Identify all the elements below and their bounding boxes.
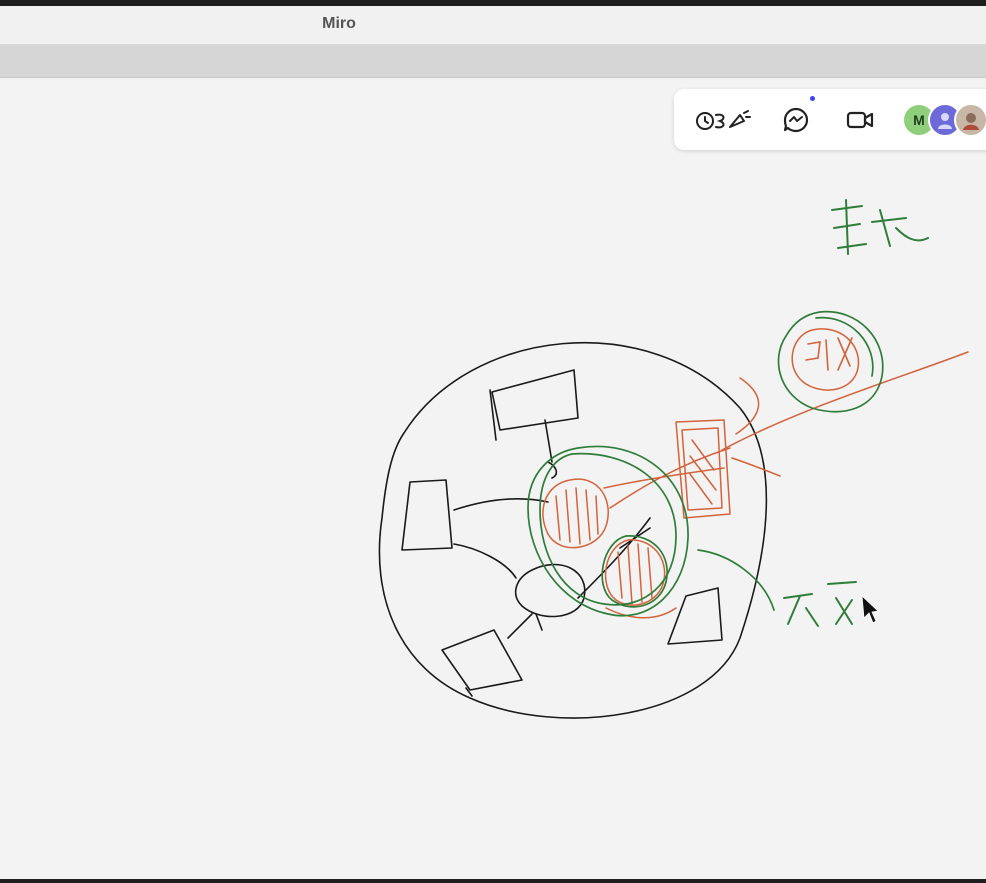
reactions-icon xyxy=(783,107,809,132)
notification-dot xyxy=(810,96,815,101)
box-sketch-left xyxy=(401,479,453,551)
timer-button[interactable] xyxy=(692,89,754,150)
box-sketch-bottom-left xyxy=(441,629,523,697)
avatar[interactable] xyxy=(954,103,986,137)
green-curve xyxy=(697,549,775,611)
handwriting-yinshu xyxy=(805,337,853,371)
outer-blob-sketch xyxy=(378,341,768,719)
tab-strip xyxy=(0,45,986,78)
box-sketch-top xyxy=(489,369,579,441)
window-top-border xyxy=(0,0,986,6)
photo-avatar-icon xyxy=(963,113,979,130)
title-bar: Miro xyxy=(0,6,986,45)
orange-circle-left xyxy=(542,478,609,549)
orange-hatch-mid xyxy=(617,543,653,605)
timer-icon xyxy=(696,109,751,130)
orange-long-lines xyxy=(603,351,969,619)
green-big-ellipse xyxy=(527,445,689,617)
orange-rect xyxy=(675,419,731,519)
green-circle-mid xyxy=(601,535,668,608)
window-bottom-border xyxy=(0,879,986,883)
orange-circle-mid xyxy=(604,539,666,606)
orange-circle-top-right xyxy=(791,328,860,391)
freehand-drawing[interactable] xyxy=(0,78,986,883)
video-camera-icon xyxy=(846,111,874,128)
mouse-cursor-icon xyxy=(861,594,879,624)
green-ellipse-2 xyxy=(539,452,677,606)
user-icon xyxy=(938,113,952,129)
window-title: Miro xyxy=(322,15,356,32)
handwriting-bubian xyxy=(783,581,857,627)
handwriting-zhongdian xyxy=(831,199,929,255)
small-circle-node xyxy=(514,563,586,618)
green-circle-top-right xyxy=(777,310,884,413)
orange-hatch-left xyxy=(555,487,599,545)
board-canvas[interactable] xyxy=(0,78,986,883)
connector-lines xyxy=(453,419,651,639)
reactions-button[interactable] xyxy=(778,89,814,150)
box-sketch-right xyxy=(667,587,723,645)
collaborator-avatars: M xyxy=(902,103,986,137)
collaboration-toolbar: M xyxy=(674,89,986,150)
video-call-button[interactable] xyxy=(842,89,878,150)
